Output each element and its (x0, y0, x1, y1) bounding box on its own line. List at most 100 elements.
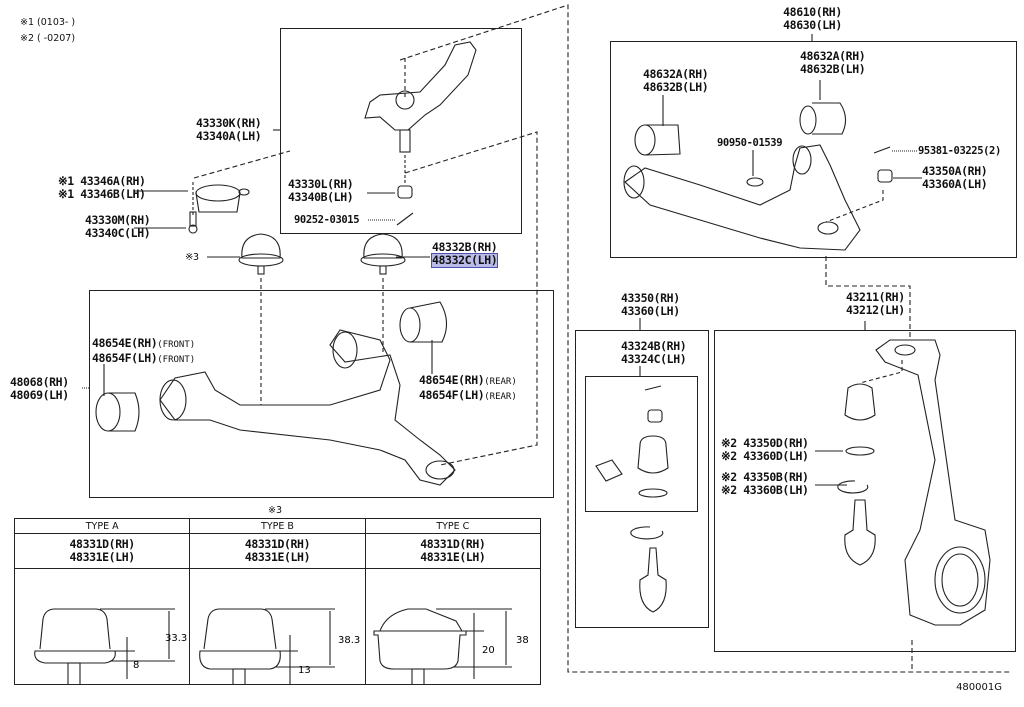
type-c-drawing: 20 38 (373, 608, 528, 684)
part-48331D-type-a[interactable]: 48331D(RH) (69, 537, 136, 551)
label-43330L[interactable]: 43330L(RH) 43340B(LH) (288, 177, 354, 204)
dashed-guide-upper-knuckle (825, 256, 911, 340)
part-90252-03015[interactable]: 90252-03015 (294, 214, 360, 226)
part-43211[interactable]: 43211(RH) (846, 290, 905, 304)
label-43324[interactable]: 43324B(RH) 43324C(LH) (621, 339, 687, 366)
label-48632-right[interactable]: 48632A(RH) 48632B(LH) (800, 49, 866, 76)
label-43211[interactable]: 43211(RH) 43212(LH) (846, 291, 905, 317)
lower-ball-joint-box (575, 330, 709, 628)
label-90252[interactable]: 90252-03015 (294, 214, 360, 227)
part-48632B-right[interactable]: 48632B(LH) (800, 62, 866, 76)
part-43360[interactable]: 43360(LH) (621, 304, 680, 318)
part-48332C-highlighted[interactable]: 48332C(LH) (430, 253, 499, 268)
lower-arm-drawing (159, 329, 456, 486)
part-43324C[interactable]: 43324C(LH) (621, 352, 687, 366)
snap-ring-drawing (630, 526, 664, 540)
part-48630[interactable]: 48630(LH) (783, 18, 842, 32)
part-48610[interactable]: 48610(RH) (783, 5, 842, 19)
type-a-dim-small: 8 (133, 660, 139, 671)
label-48332[interactable]: 48332B(RH) 48332C(LH) (430, 240, 499, 268)
retainer-drawing (195, 184, 241, 202)
label-48654-rear[interactable]: 48654E(RH)(REAR) 48654F(LH)(REAR) (419, 374, 517, 404)
part-90950-01539[interactable]: 90950-01539 (717, 137, 783, 149)
part-43340B[interactable]: 43340B(LH) (288, 190, 354, 204)
label-48632-left[interactable]: 48632A(RH) 48632B(LH) (643, 67, 709, 94)
note-star2: ※2 ( -0207) (20, 33, 76, 44)
dashed-guide-knuckle-boot (859, 360, 903, 384)
part-48331E-type-b[interactable]: 48331E(LH) (244, 550, 311, 564)
part-43350A[interactable]: 43350A(RH) (922, 164, 988, 178)
part-43330L[interactable]: 43330L(RH) (288, 177, 354, 191)
label-43350A[interactable]: 43350A(RH) 43360A(LH) (922, 164, 988, 191)
label-43346[interactable]: ※1 43346A(RH) ※1 43346B(LH) (58, 175, 146, 201)
part-48331E-type-c[interactable]: 48331E(LH) (420, 550, 486, 564)
part-48331D-type-c[interactable]: 48331D(RH) (420, 537, 486, 551)
part-43350B[interactable]: ※2 43350B(RH) (721, 470, 809, 484)
dashed-guide-43350A (825, 190, 884, 223)
position-front: (FRONT) (157, 355, 196, 365)
label-43350B[interactable]: ※2 43350B(RH) ※2 43360B(LH) (721, 471, 809, 497)
label-43330K[interactable]: 43330K(RH) 43340A(LH) (196, 116, 262, 143)
part-43350D[interactable]: ※2 43350D(RH) (721, 436, 809, 450)
bushing-rear-drawing (399, 307, 421, 343)
plug-drawing (746, 177, 764, 187)
part-43360D[interactable]: ※2 43360D(LH) (721, 449, 809, 463)
part-48632B-left[interactable]: 48632B(LH) (643, 80, 709, 94)
upper-arm-box (610, 41, 1017, 258)
knuckle-box (714, 330, 1016, 652)
part-48654F-front[interactable]: 48654F(LH) (92, 351, 158, 365)
part-48331E-type-a[interactable]: 48331E(LH) (69, 550, 136, 564)
part-43350[interactable]: 43350(RH) (621, 291, 680, 305)
part-43340C[interactable]: 43340C(LH) (85, 226, 151, 240)
knuckle-ring-drawing (845, 446, 875, 456)
label-43330M[interactable]: 43330M(RH) 43340C(LH) (85, 213, 151, 240)
label-48654-front[interactable]: 48654E(RH)(FRONT) 48654F(LH)(FRONT) (92, 337, 195, 367)
part-48632A-right[interactable]: 48632A(RH) (800, 49, 866, 63)
lower-arm-box (89, 290, 554, 498)
type-a-parts[interactable]: 48331D(RH)48331E(LH) (13, 533, 191, 569)
upper-ball-joint-drawing (364, 41, 477, 131)
part-43346A[interactable]: ※1 43346A(RH) (58, 174, 146, 188)
part-95381-03225[interactable]: 95381-03225(2) (918, 145, 1001, 157)
part-48331D-type-b[interactable]: 48331D(RH) (244, 537, 311, 551)
dashed-guide-lower (404, 131, 538, 466)
knuckle-snap-ring-drawing (837, 480, 869, 494)
part-48632A-left[interactable]: 48632A(RH) (643, 67, 709, 81)
part-43360B[interactable]: ※2 43360B(LH) (721, 483, 809, 497)
label-95381[interactable]: 95381-03225(2) (918, 145, 1001, 158)
types-table-title: ※3 (268, 505, 283, 516)
dashed-guide-main (399, 4, 1010, 673)
part-48654E-front[interactable]: 48654E(RH) (92, 336, 158, 350)
part-48069[interactable]: 48069(LH) (10, 388, 69, 402)
label-43350D[interactable]: ※2 43350D(RH) ※2 43360D(LH) (721, 437, 809, 463)
part-43324B[interactable]: 43324B(RH) (621, 339, 687, 353)
type-b-parts[interactable]: 48331D(RH)48331E(LH) (189, 533, 366, 569)
part-43212[interactable]: 43212(LH) (846, 303, 905, 317)
knuckle-boot-drawing (844, 383, 876, 421)
bushing-front-drawing (95, 392, 121, 432)
figure-code: 480001G (956, 682, 1002, 693)
label-90950[interactable]: 90950-01539 (717, 137, 783, 150)
type-a-drawing: 8 33.3 (34, 608, 187, 684)
label-star3[interactable]: ※3 (185, 251, 199, 264)
castle-nut-lower-drawing (647, 409, 663, 423)
position-rear: (REAR) (484, 392, 517, 402)
part-48654F-rear[interactable]: 48654F(LH) (419, 388, 485, 402)
bushing-upper-right-drawing (799, 105, 817, 135)
label-48610[interactable]: 48610(RH) 48630(LH) (775, 6, 850, 32)
part-43330M[interactable]: 43330M(RH) (85, 213, 151, 227)
note-ref-star3[interactable]: ※3 (185, 252, 199, 263)
part-48332B[interactable]: 48332B(RH) (432, 240, 498, 254)
type-c-parts[interactable]: 48331D(RH)48331E(LH) (364, 533, 542, 569)
part-48068[interactable]: 48068(RH) (10, 375, 69, 389)
type-b-header: TYPE B (189, 518, 366, 534)
label-43350[interactable]: 43350(RH) 43360(LH) (621, 292, 680, 318)
label-48068[interactable]: 48068(RH) 48069(LH) (10, 376, 69, 402)
part-43340A[interactable]: 43340A(LH) (196, 129, 262, 143)
cotter-pin-drawing (396, 212, 414, 226)
part-43360A[interactable]: 43360A(LH) (922, 177, 988, 191)
type-a-header: TYPE A (13, 518, 191, 534)
part-43330K[interactable]: 43330K(RH) (196, 116, 262, 130)
part-48654E-rear[interactable]: 48654E(RH) (419, 373, 485, 387)
part-43346B[interactable]: ※1 43346B(LH) (58, 187, 146, 201)
